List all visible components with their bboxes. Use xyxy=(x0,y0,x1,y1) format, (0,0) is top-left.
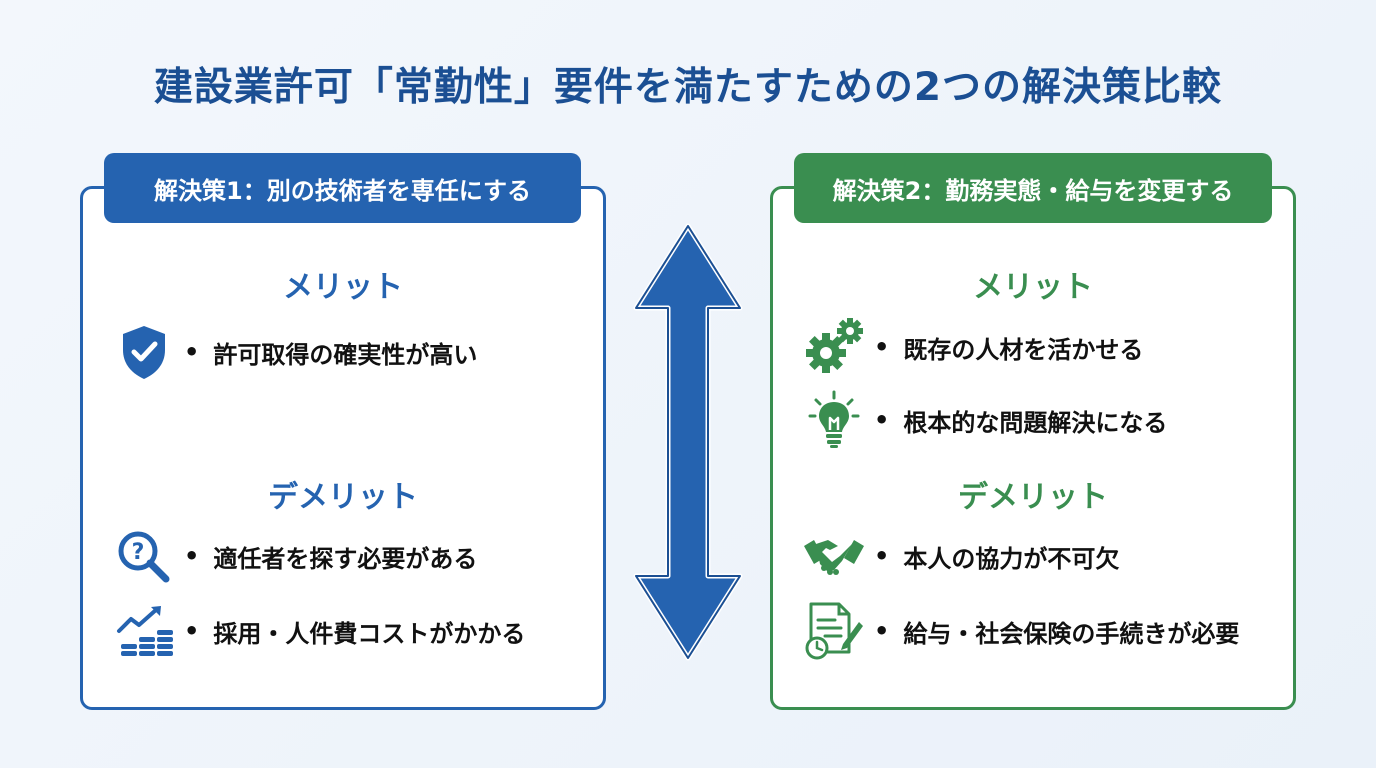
demerit-text: 適任者を探す必要がある xyxy=(213,544,478,573)
solution-2-demerit-item: • 本人の協力が不可欠 xyxy=(802,526,1119,586)
solution-1-demerit-title: デメリット xyxy=(268,480,418,515)
demerit-text: 採用・人件費コストがかかる xyxy=(213,619,526,648)
solution-1-panel xyxy=(80,186,606,710)
coins-growth-icon xyxy=(112,601,176,661)
solution-2-panel xyxy=(770,186,1296,710)
demerit-text: 給与・社会保険の手続きが必要 xyxy=(903,619,1240,648)
merit-text: 根本的な問題解決になる xyxy=(903,408,1168,437)
double-arrow-icon xyxy=(633,223,743,661)
bullet: • xyxy=(874,542,890,570)
shield-check-icon xyxy=(112,322,176,382)
gears-icon xyxy=(802,317,866,377)
solution-2-header: 解決策2：勤務実態・給与を変更する xyxy=(794,153,1272,223)
solution-2-demerit-title: デメリット xyxy=(958,480,1108,515)
magnifier-question-icon: ? xyxy=(112,526,176,586)
bullet: • xyxy=(184,338,200,366)
solution-2-merit-title: メリット xyxy=(973,270,1093,305)
bullet: • xyxy=(184,542,200,570)
lightbulb-icon xyxy=(802,390,866,450)
bullet: • xyxy=(874,333,890,361)
solution-1-merit-title: メリット xyxy=(283,270,403,305)
solution-1-demerit-item: • 採用・人件費コストがかかる xyxy=(112,601,525,661)
page-title: 建設業許可「常勤性」要件を満たすための2つの解決策比較 xyxy=(153,65,1223,110)
solution-1-header: 解決策1：別の技術者を専任にする xyxy=(104,153,581,223)
solution-2-demerit-item: • 給与・社会保険の手続きが必要 xyxy=(802,601,1239,661)
solution-2-merit-item: • 根本的な問題解決になる xyxy=(802,390,1167,450)
merit-text: 許可取得の確実性が高い xyxy=(213,340,478,369)
document-clock-icon xyxy=(802,601,866,661)
svg-text:?: ? xyxy=(132,540,145,565)
solution-2-merit-item: • 既存の人材を活かせる xyxy=(802,317,1143,377)
bullet: • xyxy=(874,617,890,645)
bullet: • xyxy=(184,617,200,645)
merit-text: 既存の人材を活かせる xyxy=(903,335,1144,364)
demerit-text: 本人の協力が不可欠 xyxy=(903,544,1120,573)
handshake-icon xyxy=(802,526,866,586)
solution-1-merit-item: • 許可取得の確実性が高い xyxy=(112,322,477,382)
solution-1-demerit-item: ? • 適任者を探す必要がある xyxy=(112,526,477,586)
bullet: • xyxy=(874,406,890,434)
